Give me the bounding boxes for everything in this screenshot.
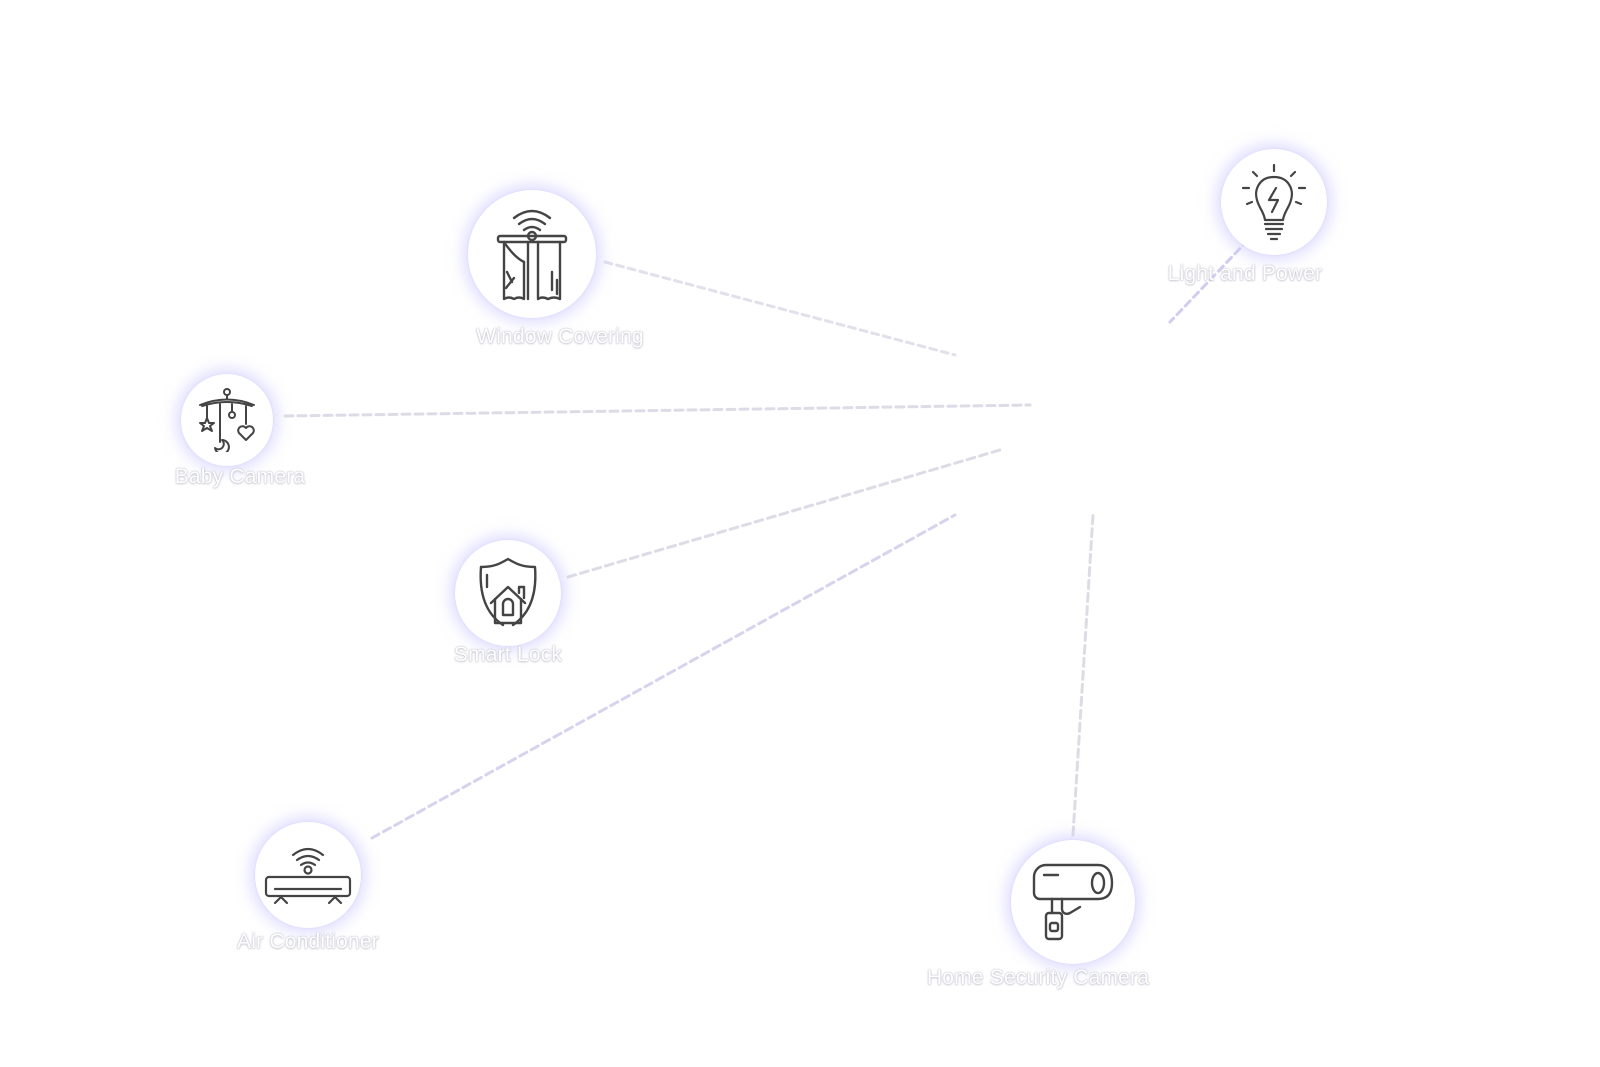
link-air-conditioner [370, 513, 957, 840]
baby-mobile-icon [196, 388, 258, 452]
link-baby-camera [283, 403, 1032, 418]
lightbulb-icon [1239, 162, 1309, 242]
label-window-covering: Window Covering [476, 325, 644, 348]
node-window-covering[interactable] [468, 190, 596, 318]
label-lighting: Light and Power [1167, 262, 1323, 285]
node-baby-camera[interactable] [181, 374, 273, 466]
curtain-wifi-icon [492, 202, 572, 306]
node-security-camera[interactable] [1011, 840, 1135, 964]
node-lighting[interactable] [1221, 149, 1327, 255]
link-smart-lock [566, 448, 1002, 579]
air-conditioner-wifi-icon [263, 845, 353, 905]
label-smart-lock: Smart Lock [453, 643, 563, 666]
link-security-camera [1071, 513, 1095, 837]
security-camera-icon [1032, 863, 1114, 941]
label-air-conditioner: Air Conditioner [237, 930, 379, 953]
link-lighting [1168, 238, 1250, 324]
home-shield-icon [475, 557, 541, 629]
link-window-covering [603, 260, 957, 357]
label-security-camera: Home Security Camera [926, 966, 1150, 989]
label-baby-camera: Baby Camera [174, 465, 306, 488]
node-smart-lock[interactable] [455, 540, 561, 646]
node-air-conditioner[interactable] [255, 822, 361, 928]
